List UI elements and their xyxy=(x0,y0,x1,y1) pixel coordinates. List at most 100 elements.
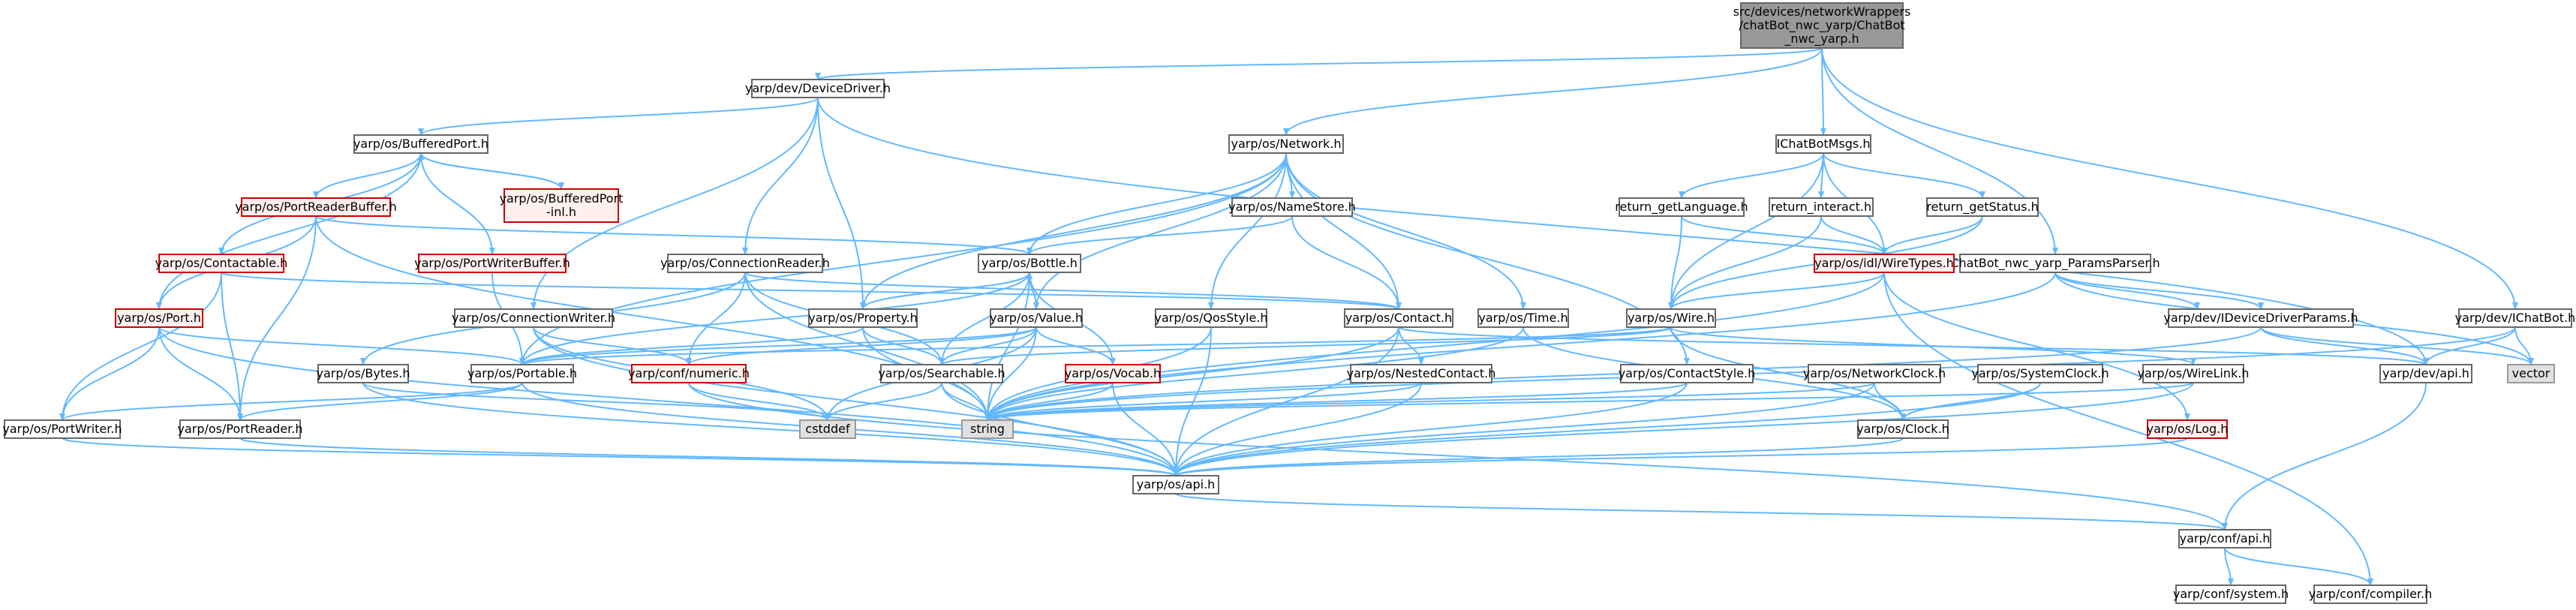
node-qosstyle[interactable]: yarp/os/QosStyle.h xyxy=(1154,308,1268,328)
node-searchable[interactable]: yarp/os/Searchable.h xyxy=(878,364,1005,383)
edge-vocab-to-osapi xyxy=(1112,382,1179,476)
node-label: yarp/os/Property.h xyxy=(808,311,918,325)
node-wire[interactable]: yarp/os/Wire.h xyxy=(1626,308,1716,328)
node-label: yarp/os/Wire.h xyxy=(1628,311,1715,325)
node-box xyxy=(961,419,1014,439)
edge-ichatbotmsgs-to-getlanguage xyxy=(1679,152,1824,199)
edge-contactable-to-portwriter xyxy=(59,272,222,421)
node-time[interactable]: yarp/os/Time.h xyxy=(1477,308,1569,328)
edge-root-to-paramsparser xyxy=(1821,47,2058,255)
node-contact[interactable]: yarp/os/Contact.h xyxy=(1344,308,1453,328)
node-portwriter[interactable]: yarp/os/PortWriter.h xyxy=(2,419,122,439)
node-idevicedriverparams[interactable]: yarp/dev/IDeviceDriverParams.h xyxy=(2163,308,2358,328)
edge-bytes-to-osapi xyxy=(362,382,1179,476)
node-connectionwriter[interactable]: yarp/os/ConnectionWriter.h xyxy=(452,308,615,328)
edge-property-to-searchable xyxy=(862,326,945,365)
node-wirelink[interactable]: yarp/os/WireLink.h xyxy=(2138,364,2250,383)
node-root[interactable]: src/devices/networkWrappers/chatBot_nwc_… xyxy=(1733,2,1911,49)
node-box xyxy=(2168,308,2354,328)
node-box xyxy=(4,419,121,439)
edge-getlanguage-to-wire xyxy=(1668,215,1682,310)
node-contactable[interactable]: yarp/os/Contactable.h xyxy=(155,254,288,273)
edge-vocab-to-string xyxy=(984,382,1114,421)
edge-devapi-to-confapi xyxy=(2222,382,2427,530)
edge-network-to-contact xyxy=(1285,152,1402,310)
node-label: yarp/os/ConnectionWriter.h xyxy=(452,311,615,325)
node-portwriterbuffer[interactable]: yarp/os/PortWriterBuffer.h xyxy=(414,254,570,273)
edge-wiretypes-to-wire xyxy=(1668,272,1885,310)
node-box xyxy=(2458,308,2572,328)
node-systemclock[interactable]: yarp/os/SystemClock.h xyxy=(1971,364,2109,383)
node-string[interactable]: string xyxy=(961,419,1014,439)
node-label: yarp/os/Port.h xyxy=(117,311,201,325)
node-bottle[interactable]: yarp/os/Bottle.h xyxy=(978,254,1081,273)
node-network[interactable]: yarp/os/Network.h xyxy=(1228,134,1344,154)
edge-contact-to-nestedcontact xyxy=(1398,326,1424,365)
node-label: yarp/conf/compiler.h xyxy=(2309,587,2433,601)
node-box xyxy=(454,308,613,328)
edge-wire-to-wirelink xyxy=(1670,326,2196,365)
node-confapi[interactable]: yarp/conf/api.h xyxy=(2178,529,2271,548)
edge-namestore-to-bottle xyxy=(1026,215,1293,255)
node-system[interactable]: yarp/conf/system.h xyxy=(2173,584,2289,604)
node-devicedriver[interactable]: yarp/dev/DeviceDriver.h xyxy=(745,79,891,98)
node-box xyxy=(1959,254,2151,273)
node-label: yarp/os/PortWriterBuffer.h xyxy=(414,256,570,270)
edge-network-to-value xyxy=(1033,152,1287,310)
node-log[interactable]: yarp/os/Log.h xyxy=(2147,419,2229,439)
node-portreader[interactable]: yarp/os/PortReader.h xyxy=(177,419,303,439)
node-label: yarp/os/NetworkClock.h xyxy=(1803,366,1946,380)
node-ichatbot[interactable]: yarp/dev/IChatBot.h xyxy=(2455,308,2576,328)
node-connectionreader[interactable]: yarp/os/ConnectionReader.h xyxy=(660,254,830,273)
node-interact[interactable]: return_interact.h xyxy=(1769,197,1874,217)
node-vector[interactable]: vector xyxy=(2507,364,2555,383)
node-clock[interactable]: yarp/os/Clock.h xyxy=(1856,419,1949,439)
node-numeric[interactable]: yarp/conf/numeric.h xyxy=(628,364,750,383)
node-label: yarp/os/Vocab.h xyxy=(1065,366,1161,380)
edge-networkclock-to-string xyxy=(984,382,1875,421)
node-property[interactable]: yarp/os/Property.h xyxy=(808,308,918,328)
node-wiretypes[interactable]: yarp/os/idl/WireTypes.h xyxy=(1814,254,1955,273)
node-cstddef[interactable]: cstddef xyxy=(799,419,856,439)
node-label: yarp/os/NestedContact.h xyxy=(1347,366,1496,380)
node-ichatbotmsgs[interactable]: IChatBotMsgs.h xyxy=(1775,134,1871,154)
node-box xyxy=(1626,308,1716,328)
edge-numeric-to-cstddef xyxy=(688,382,831,421)
edge-network-to-bottle xyxy=(1026,152,1287,255)
node-namestore[interactable]: yarp/os/NameStore.h xyxy=(1228,197,1356,217)
edge-portreader-to-osapi xyxy=(239,437,1179,476)
edge-property-to-bottle xyxy=(862,272,1033,310)
node-contactstyle[interactable]: yarp/os/ContactStyle.h xyxy=(1619,364,1756,383)
node-label: yarp/os/BufferedPort xyxy=(500,191,624,206)
node-getstatus[interactable]: return_getStatus.h xyxy=(1926,197,2039,217)
node-box xyxy=(799,419,856,439)
node-port[interactable]: yarp/os/Port.h xyxy=(115,308,203,328)
node-box xyxy=(1775,134,1871,154)
node-getlanguage[interactable]: return_getLanguage.h xyxy=(1615,197,1748,217)
node-value[interactable]: yarp/os/Value.h xyxy=(990,308,1083,328)
node-box xyxy=(1065,364,1161,383)
edge-wire-to-portable xyxy=(519,326,1672,365)
node-vocab[interactable]: yarp/os/Vocab.h xyxy=(1065,364,1161,383)
node-portable[interactable]: yarp/os/Portable.h xyxy=(467,364,577,383)
node-label: yarp/os/BufferedPort.h xyxy=(353,137,488,151)
node-nestedcontact[interactable]: yarp/os/NestedContact.h xyxy=(1347,364,1496,383)
node-bufferedport[interactable]: yarp/os/BufferedPort.h xyxy=(353,134,488,154)
node-label: ChatBot_nwc_yarp_ParamsParser.h xyxy=(1950,256,2160,271)
node-box xyxy=(631,364,747,383)
node-portreaderbuffer[interactable]: yarp/os/PortReaderBuffer.h xyxy=(235,197,397,217)
node-networkclock[interactable]: yarp/os/NetworkClock.h xyxy=(1803,364,1946,383)
node-bufferedportinl[interactable]: yarp/os/BufferedPort-inl.h xyxy=(500,188,624,223)
node-osapi[interactable]: yarp/os/api.h xyxy=(1132,475,1219,494)
edge-wirelink-to-string xyxy=(984,382,2194,421)
node-paramsparser[interactable]: ChatBot_nwc_yarp_ParamsParser.h xyxy=(1950,254,2160,273)
node-devapi[interactable]: yarp/dev/api.h xyxy=(2379,364,2472,383)
node-box xyxy=(808,308,918,328)
node-label: yarp/dev/IChatBot.h xyxy=(2455,311,2576,325)
node-label: return_getStatus.h xyxy=(1926,200,2038,215)
node-box xyxy=(1228,134,1344,154)
edge-paramsparser-to-cmath xyxy=(2054,272,2200,310)
node-bytes[interactable]: yarp/os/Bytes.h xyxy=(316,364,410,383)
edge-devicedriver-to-connectionreader xyxy=(742,97,819,255)
node-compiler[interactable]: yarp/conf/compiler.h xyxy=(2309,584,2433,604)
